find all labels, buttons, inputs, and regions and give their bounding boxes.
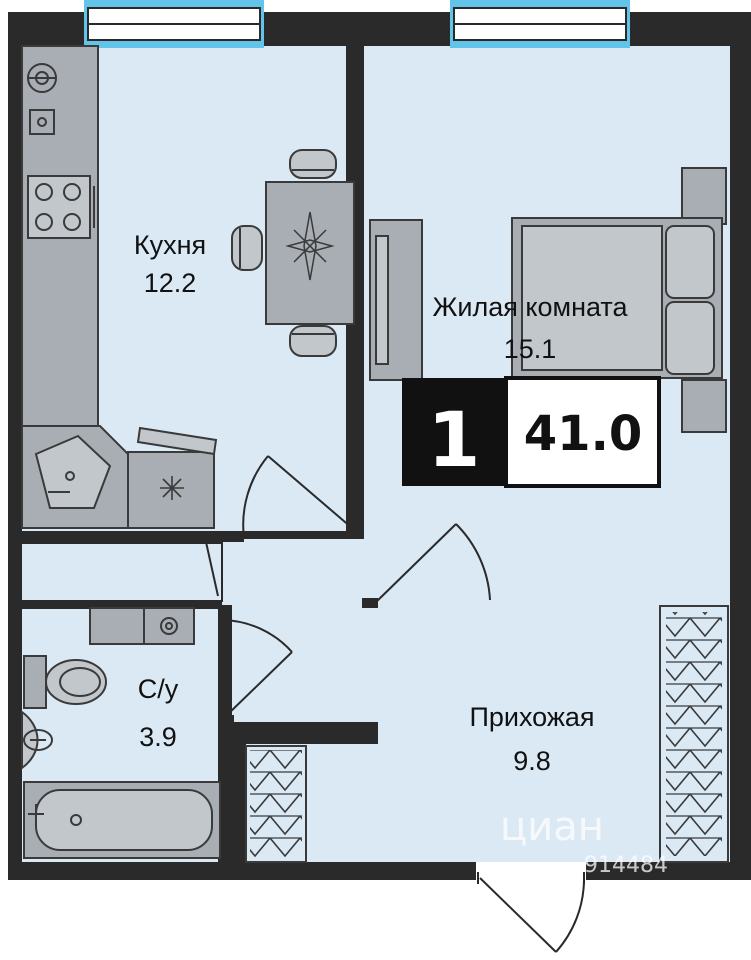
wall-bathroom-right [218, 715, 234, 865]
wall-kitchen-bottom [22, 531, 244, 542]
wall-bathroom-top [22, 600, 222, 609]
wall-bathroom-nib [218, 722, 378, 744]
entrance-door-icon [476, 862, 586, 953]
door-icon [373, 523, 491, 605]
tv [375, 235, 389, 365]
chair-left [231, 225, 263, 271]
fridge-icon [127, 426, 218, 529]
wardrobe-icon [659, 605, 729, 863]
room-count: 1 [428, 395, 481, 484]
summary-badge: 1 41.0 [402, 376, 661, 488]
hallway-name: Прихожая [469, 702, 594, 732]
total-area-box [504, 376, 661, 488]
toilet-icon [23, 655, 107, 709]
decor-flower [285, 211, 335, 281]
corridor-floor-left [22, 544, 222, 602]
window-icon [450, 0, 630, 48]
sink-icon [21, 425, 129, 529]
bathroom-area: 3.9 [139, 722, 177, 752]
total-area: 41.0 [524, 406, 642, 462]
bed-icon [511, 167, 727, 433]
living-room-area: 15.1 [504, 334, 557, 364]
bathroom-name: С/у [138, 674, 179, 704]
chair-bottom [289, 325, 337, 357]
wall-hall-cabinet [234, 744, 246, 862]
window-icon [84, 0, 264, 48]
kitchen-name: Кухня [134, 230, 206, 260]
door-icon [205, 541, 223, 602]
wall-living-bottom-left [362, 598, 378, 608]
washing-machine [89, 607, 195, 645]
stove-icon [27, 175, 95, 239]
watermark: циан 914484 [500, 804, 668, 878]
watermark-brand: циан [500, 804, 604, 850]
hallway-floor-upper [222, 539, 722, 605]
bathtub-icon [23, 781, 221, 859]
boiler-icon [27, 63, 57, 135]
dining-table-icon [231, 149, 355, 357]
door-icon [242, 455, 353, 539]
hallway-area: 9.8 [513, 746, 551, 776]
room-count-box [402, 378, 506, 486]
watermark-code: 914484 [584, 853, 668, 878]
door-icon [221, 619, 293, 717]
living-room-name: Жилая комната [432, 292, 628, 322]
chair-top [289, 149, 337, 179]
kitchen-area: 12.2 [144, 268, 197, 298]
wardrobe-icon [245, 745, 307, 863]
washbasin-icon [21, 710, 53, 770]
